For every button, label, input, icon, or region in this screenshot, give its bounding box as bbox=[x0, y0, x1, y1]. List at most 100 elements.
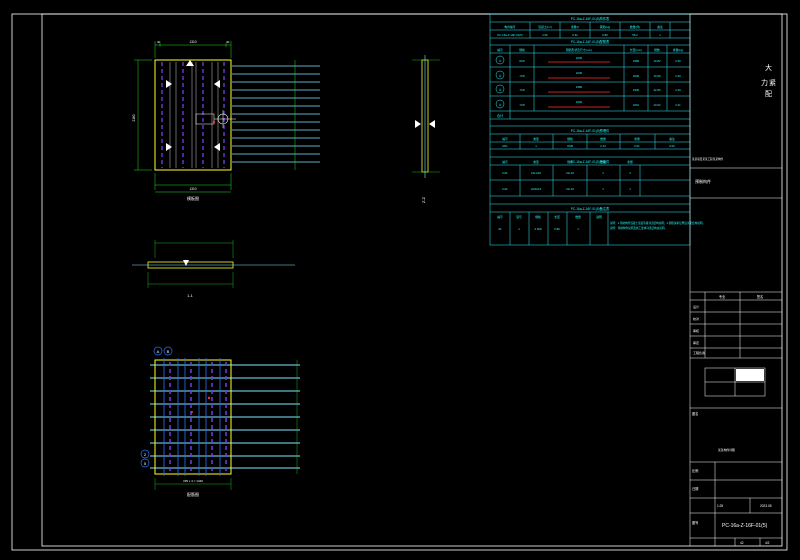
t2-cell-0-0: ① bbox=[499, 59, 502, 63]
sheet-inner-frame bbox=[41, 13, 783, 547]
company-char-2: 力 bbox=[761, 78, 768, 87]
t2-cell-3-5: 2.21 bbox=[675, 103, 681, 107]
t3-header-5: 备注 bbox=[669, 137, 675, 141]
section-label: 1-1 bbox=[187, 293, 194, 298]
role-label-1: 校对 bbox=[693, 316, 699, 321]
t5-header-2: 规格 bbox=[535, 215, 541, 219]
t5-title: PC-16a-Z-16F-01(5)备注表 bbox=[571, 206, 610, 211]
t2-cell-3-1: 7C8 bbox=[519, 103, 525, 107]
t2-cell-0-4: 10.82 bbox=[654, 59, 661, 63]
marker-2: 2 bbox=[144, 452, 147, 457]
bottom-dim: 335 x 4 = 1340 bbox=[183, 479, 203, 483]
t2-header-3: 长度(mm) bbox=[630, 48, 642, 52]
t5-cell-1: 1 bbox=[518, 227, 520, 231]
plan-label: 模板图 bbox=[187, 195, 199, 201]
t4-header-3: 数量 bbox=[600, 160, 606, 164]
t2-cell-1-4: 10.90 bbox=[654, 74, 661, 78]
t1-cell-5: 1 bbox=[659, 33, 661, 37]
t2-cell-3-0: ④ bbox=[499, 103, 502, 107]
role-label-0: 设计 bbox=[693, 304, 699, 309]
t1-header-1: 混凝土(m³) bbox=[538, 25, 552, 29]
scale-value: 1:25 bbox=[717, 504, 723, 508]
t1-header-2: 重量(t) bbox=[571, 25, 579, 29]
t1-title: PC-16a-Z-16F-01(5)构件表 bbox=[571, 16, 610, 21]
t4-header-1: 类型 bbox=[533, 160, 539, 164]
t4-header-0: 编号 bbox=[502, 160, 508, 164]
t2-cell-1-2: 2230 bbox=[576, 71, 583, 75]
plan-view: 1310 40 40 1310 2160 模板图 bbox=[132, 40, 320, 201]
t5-cell-4: 1 bbox=[577, 227, 579, 231]
scale-label: 比例 bbox=[692, 468, 698, 473]
t4-title: PC-16a-Z-16F-01(5)吊装件 bbox=[571, 159, 610, 164]
t3-cell-2: 7026 bbox=[567, 144, 574, 148]
t4-cell-1-1: LMJA16 bbox=[531, 187, 542, 191]
company-char-4: 配 bbox=[765, 90, 772, 98]
t4-cell-0-2: 2H-16 bbox=[566, 171, 574, 175]
page-no: 42 bbox=[740, 541, 744, 545]
rebar-shape-sketches bbox=[548, 61, 610, 108]
t2-cell-3-2: 2330 bbox=[576, 100, 583, 104]
t3-header-4: 重量 bbox=[634, 137, 640, 141]
t2-cell-1-1: 7C8 bbox=[519, 74, 525, 78]
t2-cell-3-3: 2210 bbox=[633, 103, 640, 107]
t5-header-1: 型号 bbox=[516, 215, 522, 219]
t2-cell-1-0: ② bbox=[499, 74, 502, 78]
drawing-code: PC-16a-Z-16F-01(5) bbox=[722, 523, 768, 529]
t2-cell-2-3: 2330 bbox=[633, 88, 640, 92]
grid-header-1: 签名 bbox=[757, 294, 763, 299]
t2-title: PC-16a-Z-16F-01(5)配筋表 bbox=[571, 39, 610, 44]
t2-cell-0-1: 8C8 bbox=[519, 59, 525, 63]
t3-header-1: 类型 bbox=[533, 137, 539, 141]
t2-cell-3-4: 10.92 bbox=[654, 103, 661, 107]
date-value: 2023.05 bbox=[760, 504, 772, 508]
t1-header-3: 钢筋(kg) bbox=[600, 25, 610, 29]
title-block bbox=[689, 14, 782, 546]
t3-header-0: 编号 bbox=[502, 137, 508, 141]
chapter-label: 图名 bbox=[692, 411, 698, 416]
company-char-3: 紧 bbox=[769, 78, 776, 87]
t4-cell-1-2: 2H-16 bbox=[566, 187, 574, 191]
t1-cell-3: 0.80 bbox=[602, 33, 608, 37]
plan-bottom-dim: 1310 bbox=[189, 187, 196, 191]
bottom-label: 配筋图 bbox=[187, 491, 199, 497]
rebar-view: A B 2 5 335 x 4 = 1340 配筋图 bbox=[140, 346, 300, 497]
t4-cell-0-4: 4 bbox=[629, 171, 631, 175]
marker-5: 5 bbox=[144, 461, 147, 466]
t4-header-2: 规格 bbox=[567, 160, 573, 164]
t2-total-label: 合计 bbox=[497, 113, 504, 118]
t2-header-1: 规格 bbox=[519, 48, 525, 52]
t2-cell-2-5: 2.20 bbox=[675, 88, 681, 92]
t3-title: PC-16a-Z-16F-01(5)预埋件 bbox=[571, 128, 610, 133]
role-label-3: 审定 bbox=[693, 340, 699, 345]
date-label: 日期 bbox=[692, 486, 698, 491]
t4-cell-1-3: 1 bbox=[602, 187, 604, 191]
t2-header-4: 根数 bbox=[654, 48, 660, 52]
t1-header-5: 备注 bbox=[657, 25, 663, 29]
t5-header-5: 说明 bbox=[596, 215, 602, 219]
t4-header-4: 重量 bbox=[627, 160, 633, 164]
title-logo-fill bbox=[736, 369, 764, 381]
t3-cell-4: 0.01 bbox=[634, 144, 640, 148]
sheet-outer-frame bbox=[11, 13, 788, 551]
plan-top-dim-left: 40 bbox=[157, 40, 161, 44]
table2-circles bbox=[495, 55, 505, 109]
page-ref: 4/2 bbox=[765, 541, 770, 545]
t4-cell-0-3: 1 bbox=[602, 171, 604, 175]
project-line: 某某项目某某工程某某构件 bbox=[692, 157, 724, 161]
t2-cell-1-3: 2230 bbox=[633, 74, 640, 78]
grid-header-0: 专业 bbox=[719, 294, 725, 299]
t1-header-0: 构件编号 bbox=[504, 25, 515, 29]
side-label: Z-Z bbox=[421, 196, 426, 203]
plan-top-dim-right: 40 bbox=[226, 40, 230, 44]
table-text: PC-16a-Z-16F-01(5)构件表 构件编号 混凝土(m³) 重量(t) 钢筋… bbox=[497, 16, 705, 231]
t5-header-3: 长度 bbox=[554, 215, 560, 219]
t3-header-2: 规格 bbox=[567, 137, 573, 141]
t3-cell-0: MJ1 bbox=[502, 144, 508, 148]
t5-note: 说明：1.预制构件混凝土强度等级详见结构说明；2.钢筋保护层厚度详见结构说明。 bbox=[610, 221, 705, 225]
t2-cell-0-2: 2230 bbox=[576, 56, 583, 60]
marker-b: B bbox=[167, 349, 170, 354]
t2-cell-2-1: 7C8 bbox=[519, 88, 525, 92]
chapter-value: 某某构件详图 bbox=[718, 448, 735, 452]
t5-cell-3: 0.86 bbox=[554, 227, 560, 231]
t2-header-5: 重量(kg) bbox=[673, 48, 683, 52]
